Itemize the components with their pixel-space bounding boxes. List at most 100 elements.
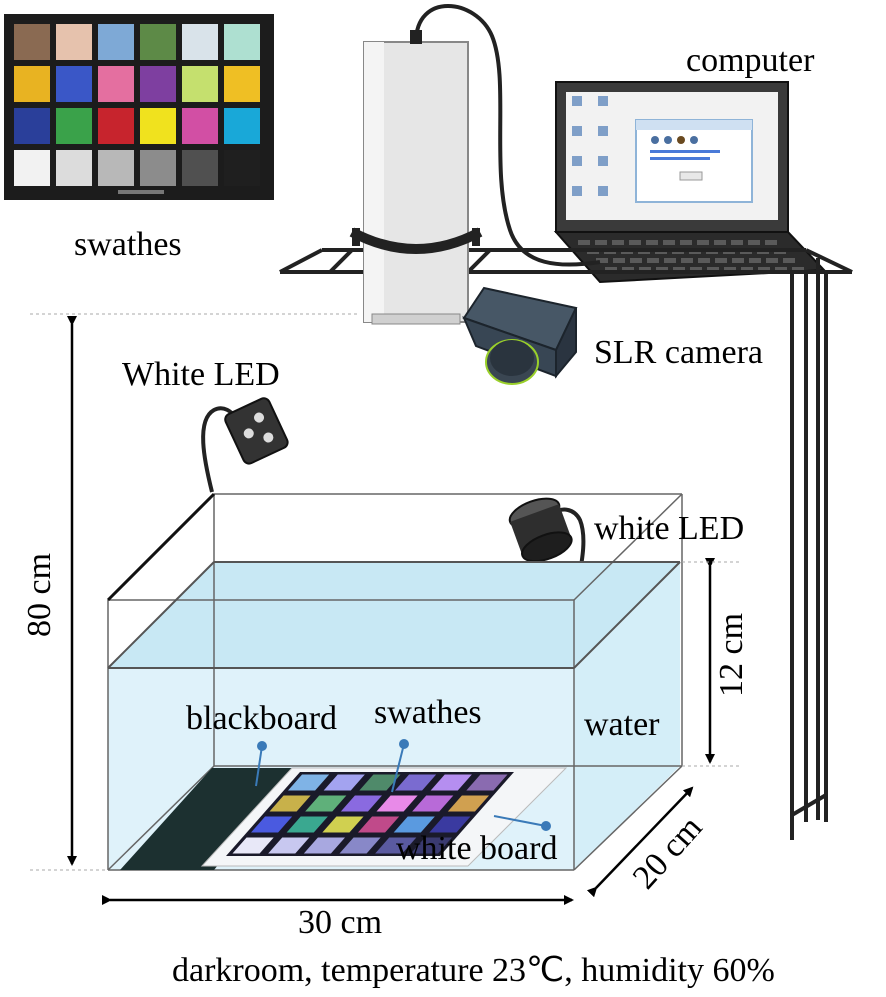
depth-20-arrow xyxy=(586,786,694,898)
keyboard-key xyxy=(741,267,753,272)
keyboard-key xyxy=(612,240,624,245)
white-led-lamp-left xyxy=(201,397,289,493)
camera-housing-cylinder xyxy=(349,41,483,325)
checker-swatch xyxy=(56,24,92,60)
keyboard-key xyxy=(707,267,719,272)
checker-swatch xyxy=(98,24,134,60)
keyboard-key xyxy=(630,258,642,263)
checker-swatch xyxy=(182,108,218,144)
tank-swatch xyxy=(340,795,382,812)
color-checker-swatches xyxy=(14,24,260,186)
tank-swatch-squares xyxy=(232,774,508,854)
keyboard-key xyxy=(578,240,590,245)
tank-swatch xyxy=(305,795,347,812)
label-width-30cm: 30 cm xyxy=(298,904,383,941)
tank-swatch xyxy=(322,816,364,833)
checker-swatch xyxy=(224,150,260,186)
label-conditions: darkroom, temperature 23℃, humidity 60% xyxy=(172,952,775,989)
white-led-lamp-right xyxy=(508,497,586,597)
keyboard-key xyxy=(613,258,625,263)
keyboard-key xyxy=(639,267,651,272)
checker-swatch xyxy=(182,150,218,186)
keyboard-key xyxy=(629,240,641,245)
label-water: water xyxy=(584,706,660,743)
camera-cable xyxy=(414,4,601,267)
blackboard xyxy=(120,768,296,870)
keyboard-key xyxy=(765,240,777,245)
tank-swatch xyxy=(286,816,328,833)
tank-swatch xyxy=(339,837,381,854)
tank-swatch xyxy=(323,774,365,791)
laptop-computer xyxy=(553,81,827,284)
keyboard-key xyxy=(732,258,744,263)
checker-swatch xyxy=(98,66,134,102)
checker-swatch xyxy=(182,24,218,60)
tank-swatch xyxy=(358,816,400,833)
label-white-led-right: white LED xyxy=(594,510,745,547)
checker-swatch xyxy=(98,150,134,186)
keyboard-key xyxy=(595,240,607,245)
label-white-board: white board xyxy=(396,830,558,867)
dimension-lines xyxy=(67,316,715,905)
tank-swatch xyxy=(268,837,310,854)
checker-swatch xyxy=(224,24,260,60)
tank-swatch xyxy=(269,795,311,812)
checker-swatch xyxy=(14,66,50,102)
slr-camera xyxy=(462,286,578,385)
keyboard-key xyxy=(647,258,659,263)
swatch-card xyxy=(226,772,514,856)
tank-swatch xyxy=(232,837,274,854)
label-slr-camera: SLR camera xyxy=(594,334,763,371)
keyboard-key xyxy=(731,240,743,245)
keyboard-key xyxy=(758,267,770,272)
tank-swatch xyxy=(303,837,345,854)
keyboard-key xyxy=(663,240,675,245)
checker-swatch xyxy=(224,108,260,144)
keyboard-key xyxy=(673,267,685,272)
checker-swatch xyxy=(56,150,92,186)
checker-swatch xyxy=(224,66,260,102)
color-checker-chart xyxy=(4,14,274,200)
keyboard-key xyxy=(656,267,668,272)
label-blackboard: blackboard xyxy=(186,700,338,737)
checker-swatch xyxy=(56,108,92,144)
extension-lines xyxy=(30,313,740,871)
tank-swatch xyxy=(251,816,293,833)
checker-swatch xyxy=(140,66,176,102)
tank-swatch xyxy=(429,816,471,833)
keyboard-key xyxy=(697,240,709,245)
checker-swatch xyxy=(182,66,218,102)
tank-swatch xyxy=(359,774,401,791)
keyboard-key xyxy=(748,240,760,245)
keyboard-key xyxy=(690,267,702,272)
keyboard-key xyxy=(664,258,676,263)
keyboard-key xyxy=(596,258,608,263)
label-height-80cm: 80 cm xyxy=(21,552,59,638)
keyboard-key xyxy=(792,267,804,272)
tank-swatch xyxy=(376,795,418,812)
keyboard-key xyxy=(698,258,710,263)
keyboard-key xyxy=(775,267,787,272)
checker-swatch xyxy=(140,150,176,186)
checker-swatch xyxy=(140,24,176,60)
tank-swatch xyxy=(430,774,472,791)
keyboard-key xyxy=(681,258,693,263)
label-leaders xyxy=(255,739,551,831)
checker-swatch xyxy=(14,108,50,144)
tank-swatch xyxy=(393,816,435,833)
keyboard-key xyxy=(749,258,761,263)
label-computer: computer xyxy=(686,42,815,79)
tank-swatch xyxy=(395,774,437,791)
tank-swatch xyxy=(447,795,489,812)
keyboard-key xyxy=(724,267,736,272)
checker-swatch xyxy=(56,66,92,102)
tank-swatch xyxy=(410,837,452,854)
label-swathes-tank: swathes xyxy=(374,694,482,731)
checker-swatch xyxy=(14,150,50,186)
keyboard-key xyxy=(715,258,727,263)
tank-swatch xyxy=(375,837,417,854)
label-white-led-left: White LED xyxy=(122,356,280,393)
label-depth-12cm: 12 cm xyxy=(713,612,751,698)
keyboard-key xyxy=(622,267,634,272)
